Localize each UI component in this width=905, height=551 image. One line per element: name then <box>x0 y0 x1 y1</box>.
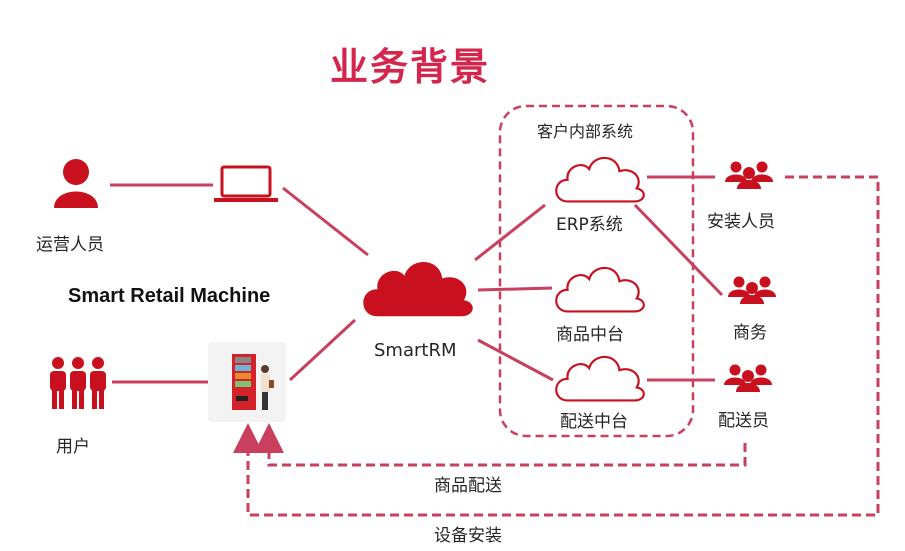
courier-label: 配送员 <box>718 411 769 431</box>
smartrm-cloud-icon <box>363 261 473 317</box>
business-label: 商务 <box>733 323 767 343</box>
machine-label: Smart Retail Machine <box>68 285 271 307</box>
person-icon <box>54 159 98 208</box>
customer-systems-title: 客户内部系统 <box>537 122 634 141</box>
customer-systems-container <box>498 104 695 438</box>
group-people-icon <box>50 357 106 409</box>
installer-label: 安装人员 <box>707 212 775 232</box>
laptop-icon <box>214 165 278 202</box>
flow-install-label: 设备安装 <box>434 526 502 546</box>
goods-platform-label: 商品中台 <box>556 325 624 345</box>
goods-cloud-icon <box>555 266 645 313</box>
connector-smartrm-erp <box>474 203 546 262</box>
connector-vending-smartrm <box>288 318 357 382</box>
delivery-cloud-icon <box>555 355 645 402</box>
erp-label: ERP系统 <box>556 215 623 235</box>
connector-smartrm-goods <box>477 286 553 292</box>
courier-team-icon <box>724 364 772 392</box>
smartrm-label: SmartRM <box>374 340 457 361</box>
connector-laptop-smartrm <box>282 186 369 257</box>
vending-machine-icon <box>208 342 286 422</box>
flow-delivery-path <box>254 423 747 467</box>
operator-label: 运营人员 <box>36 235 104 255</box>
connector-smartrm-delivery <box>477 338 554 382</box>
flow-install-path <box>233 175 880 517</box>
connector-erp-business <box>633 203 724 297</box>
flow-delivery-label: 商品配送 <box>434 476 502 496</box>
page-title: 业务背景 <box>330 45 491 89</box>
installer-team-icon <box>725 161 773 189</box>
business-team-icon <box>728 276 776 304</box>
users-label: 用户 <box>56 437 90 457</box>
delivery-platform-label: 配送中台 <box>560 412 628 432</box>
erp-cloud-icon <box>555 156 645 203</box>
